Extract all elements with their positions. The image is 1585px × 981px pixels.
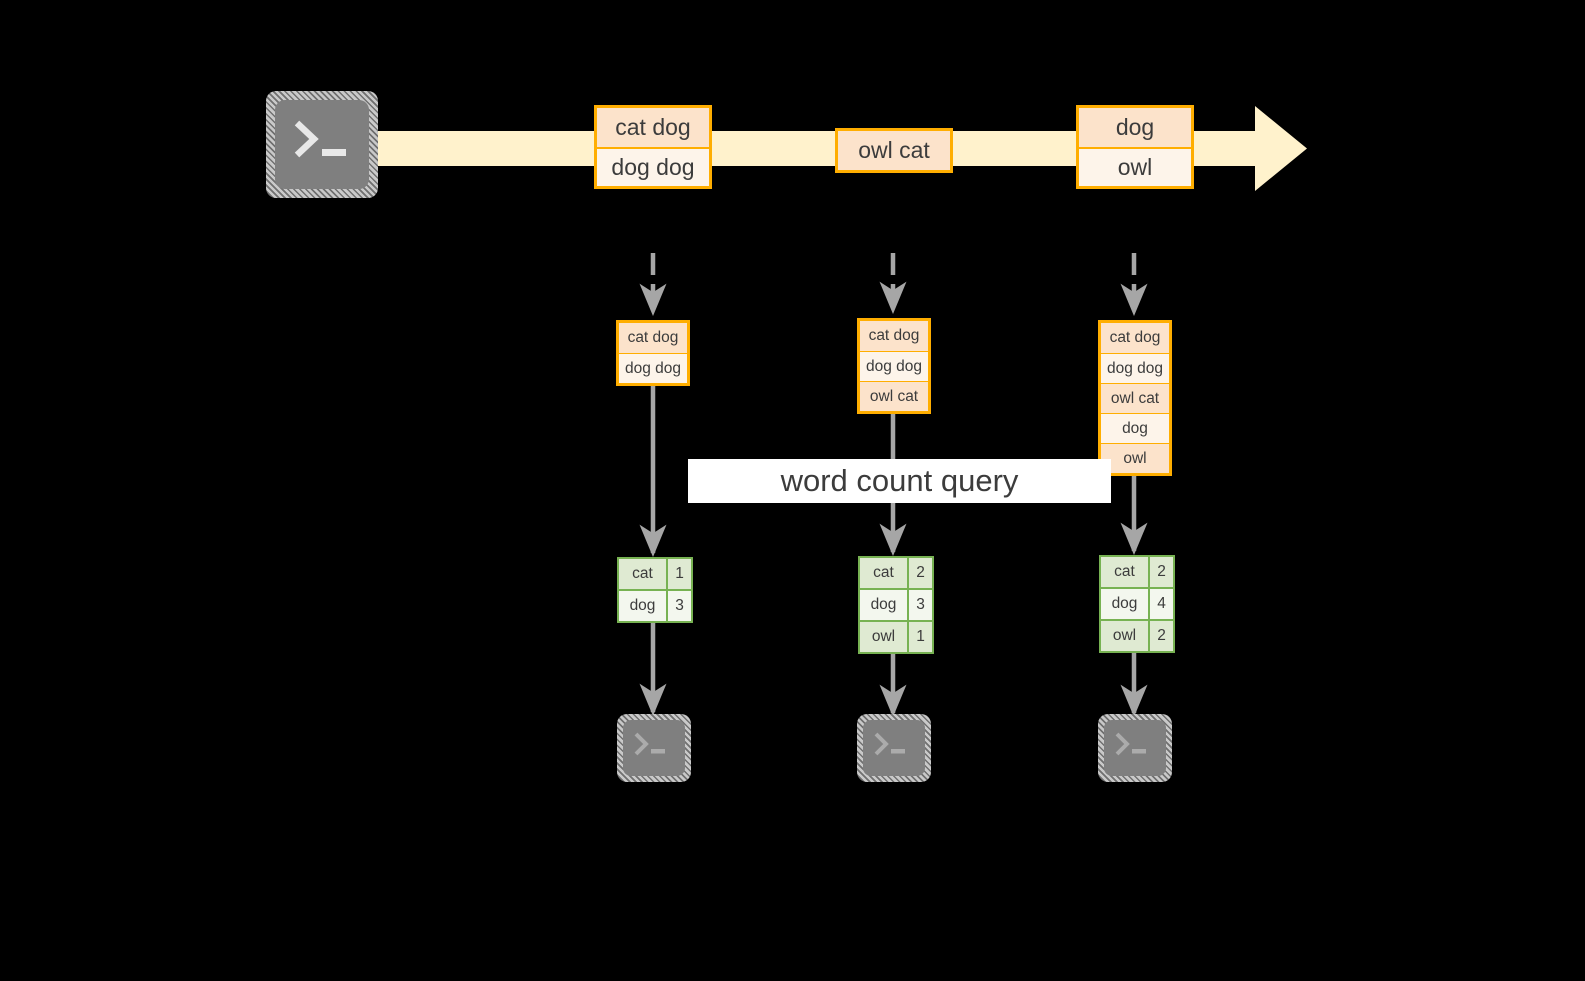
snapshot-line: cat dog: [860, 321, 928, 351]
result-table-2: cat 2 dog 3 owl 1: [858, 556, 934, 654]
table-row: cat 2: [860, 558, 932, 588]
count-cell: 1: [666, 559, 691, 589]
snapshot-line: owl cat: [860, 381, 928, 411]
table-row: cat 2: [1101, 557, 1173, 587]
count-cell: 3: [666, 591, 691, 621]
snapshot-line: cat dog: [619, 323, 687, 353]
terminal-prompt-icon: [1115, 732, 1146, 756]
word-cell: cat: [1101, 557, 1148, 587]
terminal-prompt-icon: [634, 732, 665, 756]
word-cell: owl: [1101, 621, 1148, 651]
count-cell: 3: [907, 590, 932, 620]
sink-terminal-icon-3: [1098, 714, 1172, 782]
table-row: dog 3: [619, 589, 691, 621]
terminal-face: [623, 720, 685, 776]
snapshot-line: cat dog: [1101, 323, 1169, 353]
result-table-1: cat 1 dog 3: [617, 557, 693, 623]
word-cell: dog: [1101, 589, 1148, 619]
stream-message-line: cat dog: [597, 108, 709, 147]
snapshot-line: owl cat: [1101, 383, 1169, 413]
terminal-face: [863, 720, 925, 776]
count-cell: 1: [907, 622, 932, 652]
word-cell: owl: [860, 622, 907, 652]
table-row: cat 1: [619, 559, 691, 589]
sink-terminal-icon-2: [857, 714, 931, 782]
snapshot-box-1: cat dog dog dog: [616, 320, 690, 386]
terminal-prompt-icon: [874, 732, 905, 756]
stream-message-1: cat dog dog dog: [594, 105, 712, 189]
result-table-3: cat 2 dog 4 owl 2: [1099, 555, 1175, 653]
word-cell: dog: [619, 591, 666, 621]
table-row: owl 1: [860, 620, 932, 652]
source-terminal-icon: [266, 91, 378, 198]
snapshot-line: dog dog: [860, 351, 928, 381]
stream-message-line: owl cat: [838, 131, 950, 170]
snapshot-line: dog dog: [1101, 353, 1169, 383]
word-cell: cat: [860, 558, 907, 588]
query-label: word count query: [688, 459, 1111, 503]
stream-message-3: dog owl: [1076, 105, 1194, 189]
result-to-sink-arrows: [639, 622, 1148, 718]
snapshot-box-3: cat dog dog dog owl cat dog owl: [1098, 320, 1172, 476]
terminal-face: [275, 100, 369, 189]
table-row: dog 4: [1101, 587, 1173, 619]
terminal-face: [1104, 720, 1166, 776]
stream-message-line: dog: [1079, 108, 1191, 147]
terminal-prompt-icon: [294, 120, 346, 158]
count-cell: 2: [907, 558, 932, 588]
snapshot-line: dog: [1101, 413, 1169, 443]
count-cell: 2: [1148, 557, 1173, 587]
snapshot-line: dog dog: [619, 353, 687, 383]
snapshot-box-2: cat dog dog dog owl cat: [857, 318, 931, 414]
stream-message-line: dog dog: [597, 147, 709, 186]
snapshot-line: owl: [1101, 443, 1169, 473]
count-cell: 4: [1148, 589, 1173, 619]
word-cell: cat: [619, 559, 666, 589]
table-row: owl 2: [1101, 619, 1173, 651]
stream-message-line: owl: [1079, 147, 1191, 186]
query-label-text: word count query: [780, 463, 1019, 498]
stream-to-snapshot-arrows: [639, 253, 1148, 317]
stream-message-2: owl cat: [835, 128, 953, 173]
word-cell: dog: [860, 590, 907, 620]
count-cell: 2: [1148, 621, 1173, 651]
sink-terminal-icon-1: [617, 714, 691, 782]
table-row: dog 3: [860, 588, 932, 620]
